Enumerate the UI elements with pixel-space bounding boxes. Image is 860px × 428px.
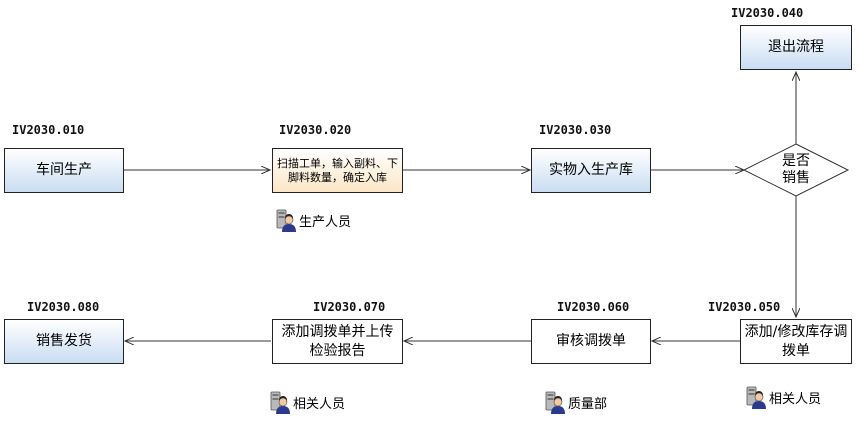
step-label-020: 扫描工单，输入副料、下脚料数量，确定入库 (277, 156, 398, 184)
step-code-050: IV2030.050 (708, 300, 781, 314)
decision-label: 是否 销售 (772, 153, 820, 187)
step-label-080: 销售发货 (36, 333, 92, 350)
role-label: 质量部 (568, 396, 608, 412)
decision-label-line1: 是否 (782, 153, 810, 169)
step-code-020: IV2030.020 (279, 123, 352, 137)
step-code-030: IV2030.030 (539, 123, 612, 137)
role-label: 生产人员 (299, 214, 352, 230)
step-box-020: 扫描工单，输入副料、下脚料数量，确定入库 (272, 148, 403, 193)
step-label-050: 添加/修改库存调拨单 (744, 324, 848, 359)
decision-label-line2: 销售 (782, 169, 810, 186)
step-box-030: 实物入生产库 (531, 148, 651, 193)
decision-diamond (742, 143, 850, 197)
role-quality: 质量部 (545, 390, 607, 414)
person-icon (270, 391, 290, 414)
step-label-070: 添加调拨单并上传检验报告 (281, 324, 394, 359)
step-box-040: 退出流程 (740, 25, 852, 70)
step-label-010: 车间生产 (36, 162, 92, 179)
person-icon (545, 391, 565, 414)
role-related-050: 相关人员 (746, 385, 821, 409)
role-production: 生产人员 (276, 208, 351, 232)
step-box-070: 添加调拨单并上传检验报告 (272, 319, 403, 364)
role-label: 相关人员 (293, 396, 346, 412)
step-code-040: IV2030.040 (731, 6, 804, 20)
step-code-060: IV2030.060 (557, 300, 630, 314)
role-label: 相关人员 (769, 391, 822, 407)
step-box-080: 销售发货 (4, 319, 124, 364)
step-label-030: 实物入生产库 (549, 162, 633, 179)
step-code-070: IV2030.070 (313, 300, 386, 314)
step-code-010: IV2030.010 (12, 123, 85, 137)
step-label-040: 退出流程 (768, 39, 824, 56)
person-icon (746, 386, 766, 409)
role-related-070: 相关人员 (270, 390, 345, 414)
step-box-060: 审核调拨单 (531, 319, 651, 364)
step-label-060: 审核调拨单 (556, 333, 626, 350)
person-icon (276, 209, 296, 232)
step-box-010: 车间生产 (4, 148, 124, 193)
step-box-050: 添加/修改库存调拨单 (740, 319, 852, 364)
step-code-080: IV2030.080 (27, 300, 100, 314)
